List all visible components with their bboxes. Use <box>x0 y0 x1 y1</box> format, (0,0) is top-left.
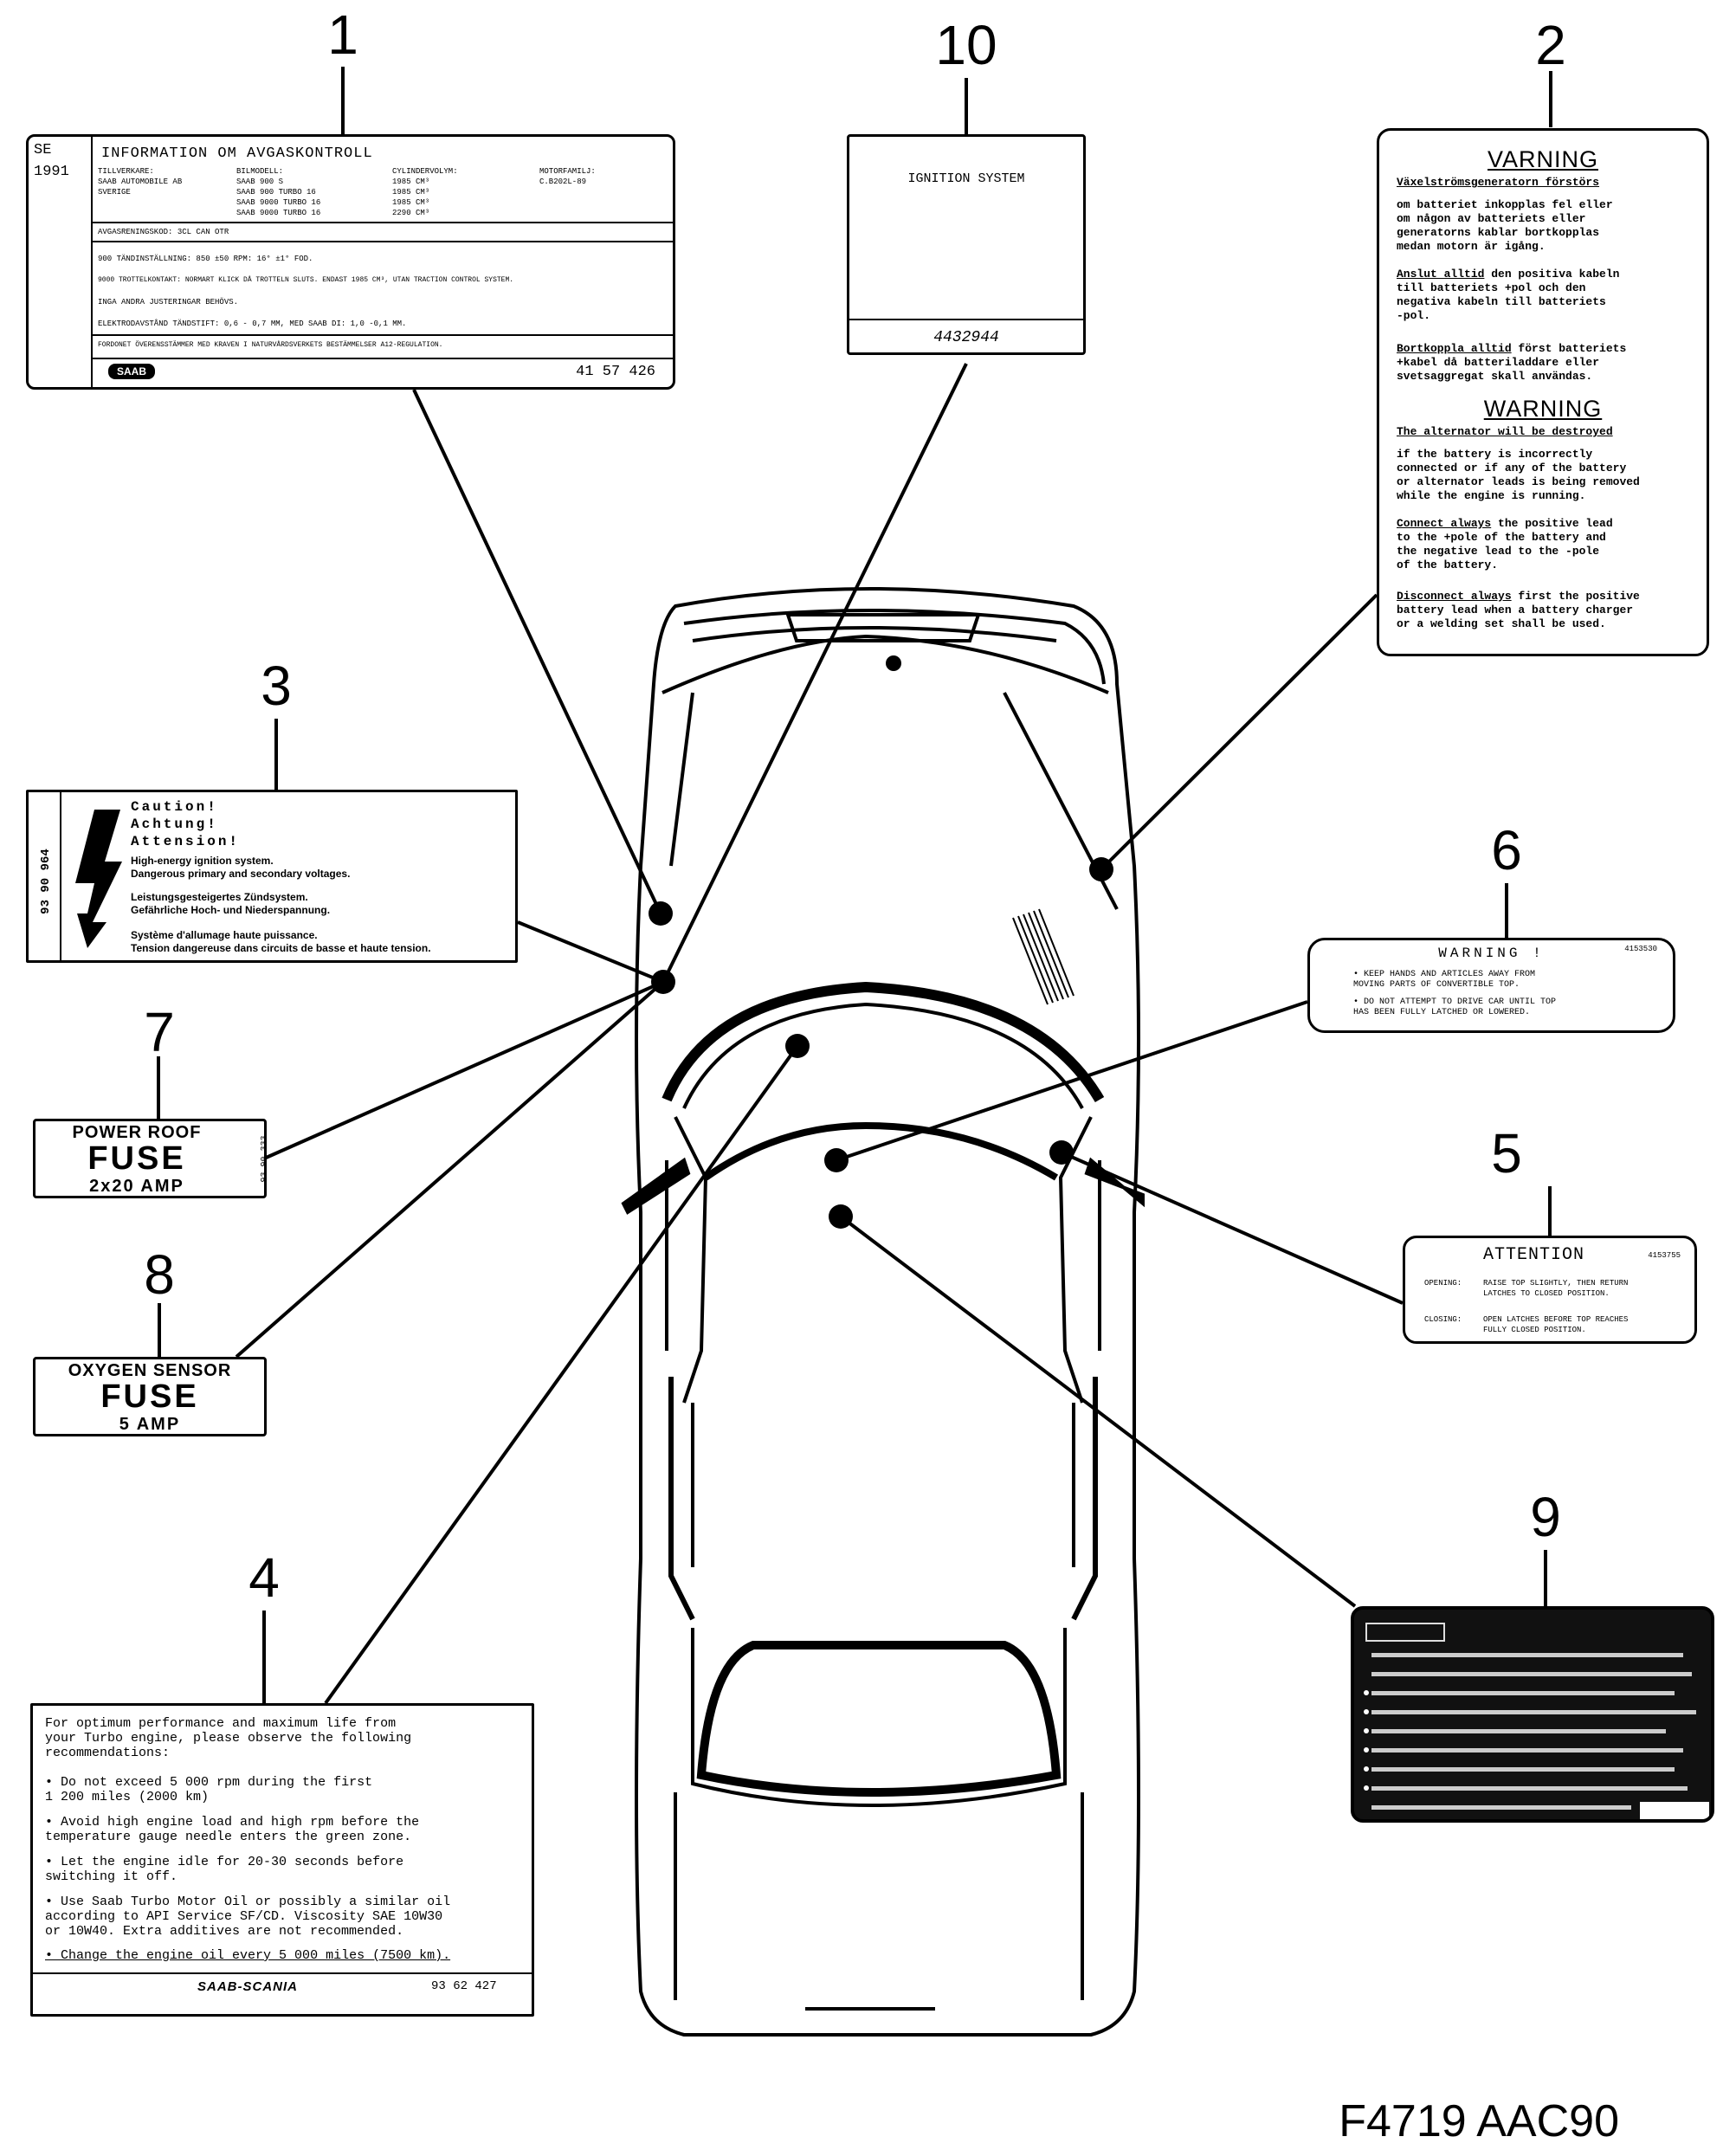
label-1-line-1: AVGASRENINGSKOD: 3CL CAN OTR <box>98 228 229 236</box>
label-6-line-2: • DO NOT ATTEMPT TO DRIVE CAR UNTIL TOP … <box>1353 997 1557 1017</box>
windscreen-frame <box>661 981 1105 1103</box>
label-3-text-en: High-energy ignition system. Dangerous p… <box>131 855 351 880</box>
callout-2: 2 <box>1535 14 1566 76</box>
label-9-text-texture <box>1364 1623 1709 1819</box>
label-6-title: WARNING ! <box>1438 946 1545 961</box>
label-3-attension: Attension! <box>131 834 241 849</box>
callout-8: 8 <box>144 1243 175 1306</box>
label-2-alternator-warning: VARNING Växelströmsgeneratorn förstörs o… <box>1377 128 1709 656</box>
callout-1: 1 <box>327 3 358 66</box>
label-1-brand-logo: SAAB <box>108 364 156 379</box>
label-1-line-2: 900 TÄNDINSTÄLLNING: 850 ±50 RPM: 16° ±1… <box>98 255 313 263</box>
callout-4: 4 <box>248 1546 280 1609</box>
label-8-amp: 5 AMP <box>119 1415 181 1434</box>
figure-code: F4719 AAC90 <box>1339 2096 1619 2146</box>
label-5-opening-key: OPENING: <box>1424 1279 1462 1288</box>
label-10-ignition-system: IGNITION SYSTEM 4432944 <box>847 134 1086 355</box>
car-body-outline <box>635 587 1140 2037</box>
label-4-bullet-5: • Change the engine oil every 5 000 mile… <box>45 1948 451 1963</box>
label-3-side-code: 93 90 964 <box>39 849 53 914</box>
label-4-bullet-3: • Let the engine idle for 20-30 seconds … <box>45 1855 404 1884</box>
label-4-brand: SAAB-SCANIA <box>197 1979 298 1994</box>
label-8-oxygen-sensor-fuse: OXYGEN SENSOR FUSE 5 AMP <box>33 1357 267 1436</box>
label-4-bullet-1: • Do not exceed 5 000 rpm during the fir… <box>45 1775 373 1804</box>
label-1-col-manufacturer: TILLVERKARE: SAAB AUTOMOBILE AB SVERIGE <box>98 167 183 197</box>
label-1-emission-info: SE 1991 INFORMATION OM AVGASKONTROLL TIL… <box>26 134 675 390</box>
label-10-title: IGNITION SYSTEM <box>907 171 1025 186</box>
callout-10: 10 <box>935 14 997 76</box>
label-2-title-sv: VARNING <box>1487 146 1598 172</box>
label-1-line-5: ELEKTRODAVSTÅND TÄNDSTIFT: 0,6 - 0,7 MM,… <box>98 320 407 328</box>
callout-7: 7 <box>144 1001 175 1063</box>
label-2-para-1-en: if the battery is incorrectly connected … <box>1397 448 1640 502</box>
label-8-line-1: OXYGEN SENSOR <box>68 1361 232 1380</box>
label-6-convertible-warning: WARNING ! 4153530 • KEEP HANDS AND ARTIC… <box>1307 938 1675 1033</box>
label-4-bullet-2: • Avoid high engine load and high rpm be… <box>45 1815 420 1844</box>
label-5-closing-key: CLOSING: <box>1424 1315 1462 1324</box>
label-9-japanese-notice <box>1351 1606 1714 1823</box>
label-5-opening-text: RAISE TOP SLIGHTLY, THEN RETURN LATCHES … <box>1483 1279 1629 1298</box>
label-7-line-1: POWER ROOF <box>72 1123 202 1142</box>
label-1-col-displacement: CYLINDERVOLYM: 1985 CM³ 1985 CM³ 1985 CM… <box>392 167 458 217</box>
label-3-caution: Caution! <box>131 799 218 815</box>
label-6-line-1: • KEEP HANDS AND ARTICLES AWAY FROM MOVI… <box>1353 970 1536 990</box>
label-7-power-roof-fuse: POWER ROOF FUSE 2x20 AMP 93 90 333 <box>33 1119 270 1198</box>
label-2-subtitle-en: The alternator will be destroyed <box>1397 425 1613 438</box>
label-7-amp: 2x20 AMP <box>89 1177 184 1196</box>
label-3-text-fr: Système d'allumage haute puissance. Tens… <box>131 929 431 954</box>
label-1-line-3: 9000 TROTTELKONTAKT: NORMART KLICK DÅ TR… <box>98 276 514 284</box>
label-1-year: 1991 <box>34 164 69 180</box>
label-8-fuse: FUSE <box>100 1378 199 1415</box>
label-1-line-6: FORDONET ÖVERENSSTÄMMER MED KRAVEN I NAT… <box>98 341 443 349</box>
label-4-bullet-4: • Use Saab Turbo Motor Oil or possibly a… <box>45 1895 451 1939</box>
label-1-country: SE <box>34 142 52 158</box>
rear-window <box>696 1641 1062 1797</box>
label-2-para-3-sv: Bortkoppla alltid först batteriets +kabe… <box>1397 342 1627 383</box>
label-1-col-engine-family: MOTORFAMILJ: C.B202L-89 <box>539 167 596 186</box>
label-4-part-number: 93 62 427 <box>431 1979 497 1993</box>
label-5-title: ATTENTION <box>1483 1245 1585 1265</box>
label-2-para-2-en: Connect always the positive lead to the … <box>1397 517 1613 571</box>
label-7-fuse: FUSE <box>87 1140 186 1177</box>
label-1-line-4: INGA ANDRA JUSTERINGAR BEHÖVS. <box>98 298 239 307</box>
label-3-ignition-caution: 93 90 964 Caution! Achtung! Attension! H… <box>26 790 518 963</box>
callout-9: 9 <box>1530 1486 1561 1548</box>
label-3-achtung: Achtung! <box>131 817 218 832</box>
label-5-part-number: 4153755 <box>1648 1251 1681 1260</box>
label-1-part-number: 41 57 426 <box>576 364 655 380</box>
callout-6: 6 <box>1491 819 1522 881</box>
label-2-para-1-sv: om batteriet inkopplas fel eller om någo… <box>1397 198 1613 253</box>
label-2-para-2-sv: Anslut alltid den positiva kabeln till b… <box>1397 268 1620 322</box>
high-voltage-bolt-icon <box>75 810 122 948</box>
label-4-turbo-recommendations: For optimum performance and maximum life… <box>30 1703 534 2017</box>
label-2-subtitle-sv: Växelströmsgeneratorn förstörs <box>1397 176 1600 189</box>
label-3-text-de: Leistungsgesteigertes Zündsystem. Gefähr… <box>131 891 331 916</box>
label-4-intro: For optimum performance and maximum life… <box>45 1716 412 1760</box>
label-1-title: INFORMATION OM AVGASKONTROLL <box>101 145 373 162</box>
label-6-part-number: 4153530 <box>1624 945 1657 953</box>
callout-5: 5 <box>1491 1122 1522 1185</box>
label-5-attention-latches: ATTENTION 4153755 OPENING: RAISE TOP SLI… <box>1403 1236 1697 1344</box>
label-1-col-model: BILMODELL: SAAB 900 S SAAB 900 TURBO 16 … <box>236 167 321 217</box>
label-2-para-3-en: Disconnect always first the positive bat… <box>1397 590 1640 630</box>
label-10-part-number: 4432944 <box>933 329 999 346</box>
label-7-side-code: 93 90 333 <box>260 1135 270 1183</box>
callout-3: 3 <box>261 655 292 717</box>
label-5-closing-text: OPEN LATCHES BEFORE TOP REACHES FULLY CL… <box>1483 1315 1629 1334</box>
label-2-title-en: WARNING <box>1483 396 1603 422</box>
